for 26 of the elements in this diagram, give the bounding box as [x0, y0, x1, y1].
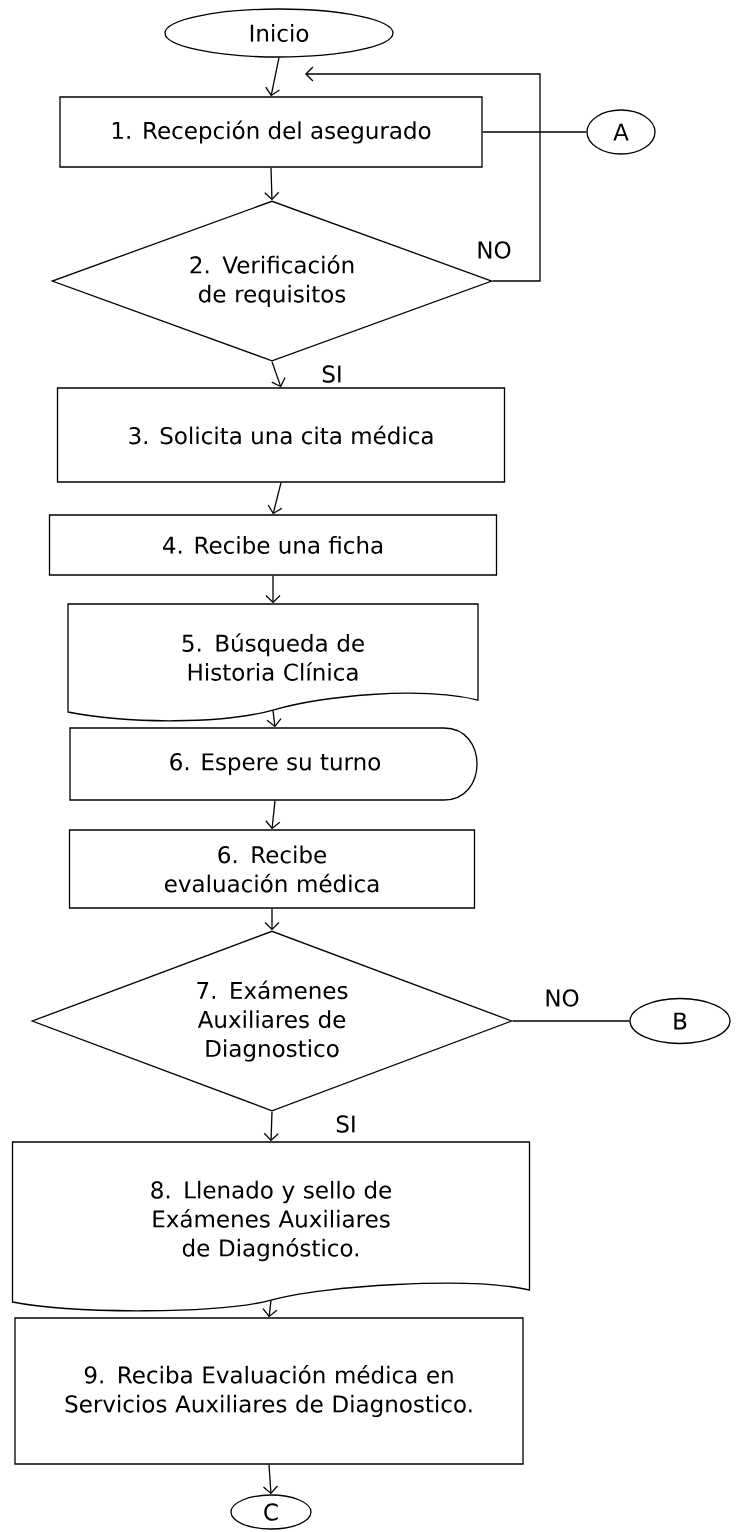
terminal-oval: A: [586, 109, 656, 155]
arrow: [265, 575, 281, 604]
edge-label: SI: [320, 364, 344, 384]
arrow: [264, 908, 280, 931]
process-box: 9. Reciba Evaluación médica en Servicios Auxiliares de Diagnostico.: [14, 1317, 524, 1465]
process-box: 4. Recibe una ficha: [48, 514, 498, 576]
edge-label: NO: [543, 988, 581, 1008]
process-box: 1. Recepción del asegurado: [59, 96, 483, 168]
arrow: [263, 1111, 279, 1142]
terminal-oval: Inicio: [164, 8, 394, 58]
arrow: [305, 66, 541, 282]
terminal-oval: B: [629, 997, 731, 1045]
arrow: [265, 57, 281, 97]
arrow: [262, 1464, 279, 1495]
arrow: [267, 482, 283, 515]
arrow: [266, 710, 282, 728]
arrow: [264, 167, 280, 201]
terminal-oval: C: [230, 1494, 312, 1530]
process-box: 6. Recibe evaluación médica: [68, 829, 476, 909]
arrow: [265, 800, 281, 830]
arrow: [271, 361, 286, 388]
connector-line: [482, 131, 587, 133]
edge-label: SI: [334, 1114, 358, 1134]
process-box: 3. Solicita una cita médica: [56, 387, 506, 483]
connector-line: [512, 1020, 630, 1022]
arrow: [262, 1300, 278, 1318]
